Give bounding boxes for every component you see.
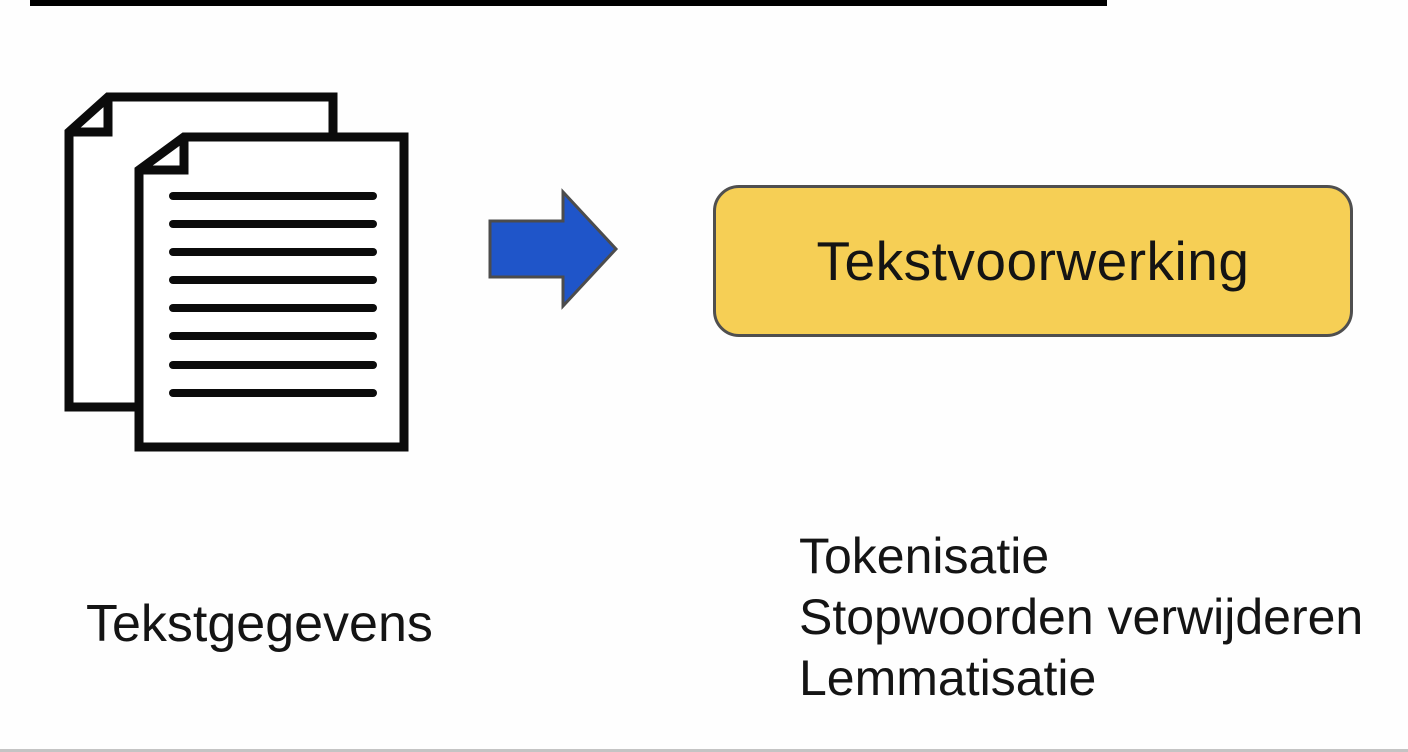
arrow-right-shape — [488, 188, 619, 310]
top-edge-bar — [30, 0, 1107, 6]
back-page-fold — [69, 97, 113, 137]
step-item: Lemmatisatie — [799, 650, 1097, 706]
step-item: Tokenisatie — [799, 528, 1050, 584]
steps-list: Tokenisatie Stopwoorden verwijderen Lemm… — [799, 526, 1363, 709]
process-box: Tekstvoorwerking — [713, 185, 1353, 337]
arrow-right-icon — [488, 188, 619, 310]
process-box-label: Tekstvoorwerking — [816, 230, 1250, 292]
page-text-lines — [169, 192, 377, 397]
front-page-fold — [139, 137, 189, 175]
documents-icon — [64, 92, 409, 452]
source-label: Tekstgegevens — [86, 595, 433, 653]
step-item: Stopwoorden verwijderen — [799, 589, 1364, 645]
bottom-edge-artifact — [0, 749, 1408, 752]
front-page-shape — [134, 132, 409, 452]
